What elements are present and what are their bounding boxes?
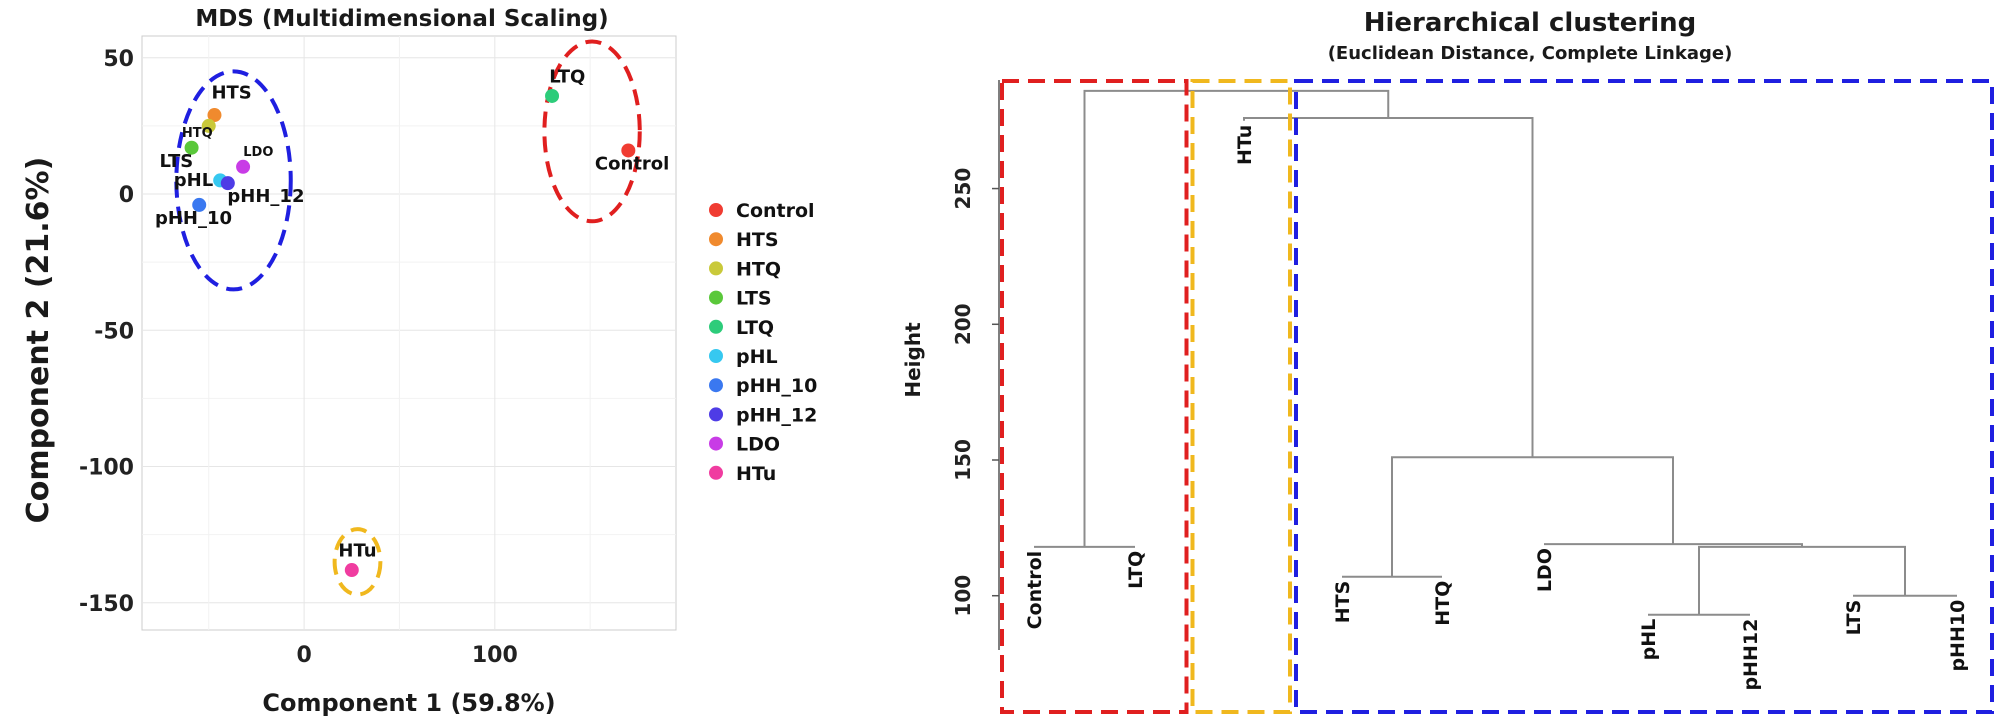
legend-label-hts: HTS bbox=[736, 229, 779, 251]
mds-label-phl: pHL bbox=[174, 170, 213, 191]
mds-plot-panel bbox=[141, 35, 677, 631]
mds-x-ticks: 0 100 bbox=[296, 643, 517, 668]
dendrogram-leaf-htu: HTu bbox=[1234, 125, 1256, 165]
dendrogram-cluster-box-1 bbox=[1000, 79, 1189, 714]
mds-points bbox=[184, 88, 636, 578]
dendrogram-y-axis-label: Height bbox=[901, 322, 925, 398]
dendrogram-title: Hierarchical clustering bbox=[1364, 8, 1696, 38]
dendrogram-cluster-box-3 bbox=[1294, 79, 1994, 714]
mds-cluster-ellipse-2 bbox=[542, 39, 642, 224]
mds-label-hts: HTS bbox=[211, 83, 251, 104]
legend-label-phh-10: pHH_10 bbox=[736, 375, 817, 397]
mds-y-ticks: 50 0 -50 -100 -150 bbox=[79, 47, 134, 617]
mds-y-tick-label: -100 bbox=[79, 456, 134, 481]
dendrogram-links bbox=[1034, 89, 1957, 616]
legend-swatch-hts bbox=[709, 232, 723, 247]
mds-label-control: Control bbox=[595, 154, 669, 175]
dendrogram-link-9 bbox=[1083, 89, 1390, 547]
legend-label-control: Control bbox=[736, 200, 815, 222]
mds-point-control bbox=[621, 143, 636, 158]
mds-point-ltq bbox=[545, 88, 560, 103]
mds-cluster-ellipse-1 bbox=[174, 69, 293, 292]
dendrogram-link-7 bbox=[1391, 456, 1674, 577]
dendrogram-link-6 bbox=[1544, 543, 1803, 547]
mds-y-tick-label: -50 bbox=[94, 319, 134, 344]
mds-point-hts bbox=[207, 108, 222, 123]
mds-point-phh-12 bbox=[220, 176, 235, 191]
mds-x-tick-label: 0 bbox=[296, 643, 311, 668]
dendrogram-y-tick-label: 250 bbox=[951, 168, 975, 210]
dendrogram-leaf-control: Control bbox=[1024, 551, 1046, 630]
legend-swatch-lts bbox=[709, 290, 723, 305]
mds-x-tick-label: 100 bbox=[472, 643, 518, 668]
mds-cluster-ellipse-3 bbox=[332, 527, 383, 597]
mds-cluster-ellipses bbox=[174, 39, 642, 597]
mds-label-htq: HTQ bbox=[182, 126, 213, 141]
legend-label-htu: HTu bbox=[736, 463, 776, 485]
dendrogram-leaf-htq: HTQ bbox=[1432, 581, 1454, 626]
dendrogram-leaf-ldo: LDO bbox=[1534, 548, 1556, 592]
mds-y-tick-label: 0 bbox=[119, 183, 134, 208]
dendrogram-leaf-ltq: LTQ bbox=[1125, 551, 1147, 589]
legend-label-htq: HTQ bbox=[736, 258, 781, 280]
dendrogram-chart: Hierarchical clustering (Euclidean Dista… bbox=[901, 8, 1994, 714]
legend-swatch-htu bbox=[709, 465, 723, 480]
legend-label-ltq: LTQ bbox=[736, 317, 774, 339]
mds-label-ltq: LTQ bbox=[549, 66, 585, 87]
legend-label-lts: LTS bbox=[736, 288, 772, 310]
legend-swatch-ltq bbox=[709, 319, 723, 334]
legend-swatch-phh-10 bbox=[709, 378, 723, 393]
dendrogram-link-8 bbox=[1243, 117, 1534, 458]
mds-label-lts: LTS bbox=[159, 151, 193, 172]
dendrogram-leaf-lts: LTS bbox=[1843, 600, 1865, 636]
mds-point-htu bbox=[344, 563, 359, 578]
legend-label-ldo: LDO bbox=[736, 434, 780, 456]
dendrogram-y-tick-label: 150 bbox=[951, 439, 975, 481]
dendrogram-y-tick-label: 200 bbox=[951, 303, 975, 345]
legend-swatch-htq bbox=[709, 261, 723, 276]
legend-swatch-control bbox=[709, 203, 723, 217]
dendrogram-subtitle: (Euclidean Distance, Complete Linkage) bbox=[1328, 43, 1733, 64]
legend-label-phh-12: pHH_12 bbox=[736, 404, 817, 426]
legend-label-phl: pHL bbox=[736, 346, 778, 368]
mds-y-tick-label: 50 bbox=[103, 47, 134, 72]
legend-swatch-phl bbox=[709, 349, 723, 363]
mds-label-htu: HTu bbox=[338, 540, 376, 561]
dendrogram-y-ticks: 100 150 200 250 bbox=[951, 168, 999, 617]
mds-point-ldo bbox=[236, 159, 251, 174]
dendrogram-leaf-phh12: pHH12 bbox=[1740, 619, 1762, 691]
mds-point-lts bbox=[184, 140, 199, 155]
dendrogram-cluster-box-2 bbox=[1190, 79, 1292, 714]
dendrogram-leaf-phh10: pHH10 bbox=[1947, 600, 1969, 672]
legend-swatch-phh-12 bbox=[709, 407, 723, 422]
mds-title: MDS (Multidimensional Scaling) bbox=[195, 6, 608, 32]
mds-label-phh-12: pHH_12 bbox=[227, 186, 304, 207]
dendrogram-link-4 bbox=[1698, 545, 1906, 615]
dendrogram-leaf-hts: HTS bbox=[1332, 581, 1354, 624]
mds-point-phh-10 bbox=[192, 197, 207, 212]
mds-point-htq bbox=[201, 118, 216, 133]
mds-y-axis-label: Component 2 (21.6%) bbox=[21, 157, 56, 524]
mds-x-axis-label: Component 1 (59.8%) bbox=[262, 689, 555, 717]
mds-grid bbox=[142, 36, 676, 630]
dendrogram-cluster-boxes bbox=[1000, 79, 1994, 714]
mds-chart: MDS (Multidimensional Scaling) 50 0 -50 -10… bbox=[21, 6, 817, 717]
dendrogram-leaf-phl: pHL bbox=[1638, 619, 1660, 661]
mds-y-tick-label: -150 bbox=[79, 592, 134, 617]
mds-label-ldo: LDO bbox=[243, 145, 273, 160]
dendrogram-y-tick-label: 100 bbox=[951, 575, 975, 617]
legend-swatch-ldo bbox=[709, 436, 723, 451]
mds-label-phh-10: pHH_10 bbox=[155, 208, 232, 229]
